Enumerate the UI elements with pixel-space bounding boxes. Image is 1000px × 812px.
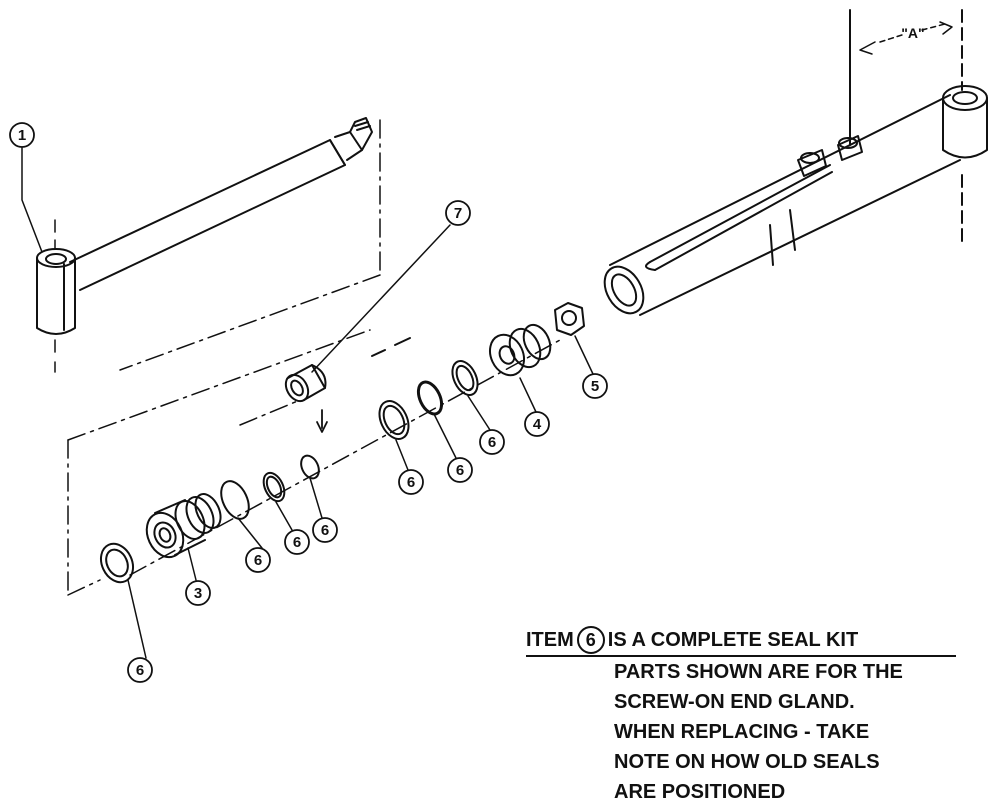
note-line-5: NOTE ON HOW OLD SEALS bbox=[614, 751, 880, 773]
dimension-a bbox=[849, 9, 963, 246]
seal-kit-note: ITEM 6 IS A COMPLETE SEAL KIT PARTS SHOW… bbox=[526, 625, 996, 807]
callout-6-gland-oring: 6 bbox=[254, 552, 262, 569]
callout-4: 4 bbox=[533, 416, 542, 433]
callout-6-small-oring: 6 bbox=[321, 522, 329, 539]
callout-6-backup-ring: 6 bbox=[293, 534, 301, 551]
note-prefix: ITEM bbox=[526, 629, 574, 651]
note-line-3: SCREW-ON END GLAND. bbox=[614, 691, 855, 713]
note-item-callout: 6 bbox=[576, 626, 605, 654]
callout-1: 1 bbox=[18, 127, 26, 144]
callout-6-wear-ring: 6 bbox=[488, 434, 496, 451]
nut bbox=[554, 302, 585, 336]
note-line-4: WHEN REPLACING - TAKE bbox=[614, 721, 870, 743]
callout-6-end-seal: 6 bbox=[136, 662, 144, 679]
callout-5: 5 bbox=[591, 378, 599, 395]
note-line-2: PARTS SHOWN ARE FOR THE bbox=[614, 661, 903, 683]
dimension-a-label: "A" bbox=[901, 25, 924, 41]
piston bbox=[488, 323, 552, 377]
callout-3: 3 bbox=[194, 585, 202, 602]
callout-7: 7 bbox=[454, 205, 462, 222]
leader-lines bbox=[21, 147, 594, 659]
piston-rod bbox=[36, 117, 373, 335]
callout-6-piston-oring: 6 bbox=[456, 462, 464, 479]
cylinder-barrel bbox=[603, 85, 988, 316]
note-line-6: ARE POSITIONED bbox=[614, 781, 786, 803]
gland bbox=[145, 493, 222, 559]
note-line-1-text: IS A COMPLETE SEAL KIT bbox=[607, 629, 859, 651]
bushing bbox=[284, 364, 328, 433]
note-line-1: ITEM 6 IS A COMPLETE SEAL KIT bbox=[526, 625, 956, 657]
callout-circles bbox=[9, 122, 608, 683]
callout-6-piston-seal: 6 bbox=[407, 474, 415, 491]
seals bbox=[99, 360, 479, 584]
